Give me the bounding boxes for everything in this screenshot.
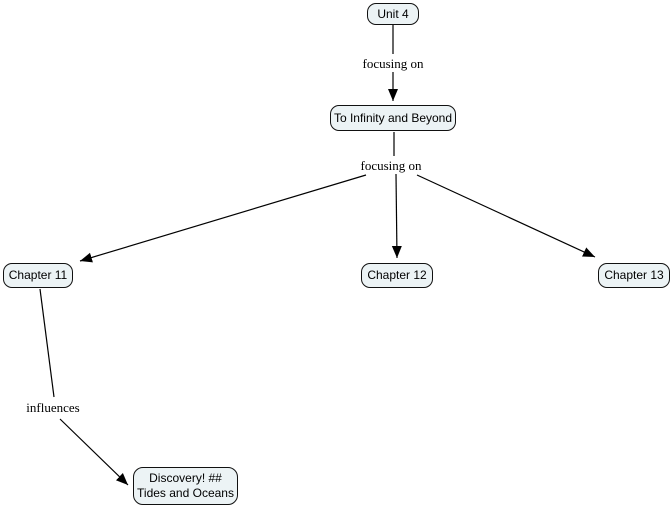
concept-node-chapter-13[interactable]: Chapter 13 bbox=[598, 263, 670, 288]
concept-node-unit-4[interactable]: Unit 4 bbox=[367, 3, 419, 25]
link-line-label-influences-to-discovery bbox=[59, 418, 129, 486]
link-line-label-focusing-on-2-to-chapter11 bbox=[79, 174, 367, 263]
link-line-chapter11-to-label-influences bbox=[39, 288, 55, 398]
discovery-node-line-1: Discovery! ## bbox=[149, 471, 222, 485]
link-label-focusing-on-1[interactable]: focusing on bbox=[362, 56, 424, 71]
link-line-label-focusing-on-2-to-chapter12 bbox=[391, 173, 402, 259]
discovery-node-line-2: Tides and Oceans bbox=[137, 486, 234, 500]
link-line-label-focusing-on-2-to-chapter13 bbox=[416, 174, 596, 258]
concept-node-chapter-12[interactable]: Chapter 12 bbox=[361, 263, 433, 288]
link-label-influences[interactable]: influences bbox=[26, 400, 80, 415]
concept-node-chapter-11[interactable]: Chapter 11 bbox=[3, 263, 73, 288]
concept-node-to-infinity-and-beyond[interactable]: To Infinity and Beyond bbox=[330, 105, 456, 131]
concept-node-discovery-tides-and-oceans[interactable]: Discovery! ## Tides and Oceans bbox=[133, 467, 238, 505]
discovery-node-text: Discovery! ## Tides and Oceans bbox=[137, 471, 234, 501]
link-label-focusing-on-2[interactable]: focusing on bbox=[360, 158, 422, 173]
